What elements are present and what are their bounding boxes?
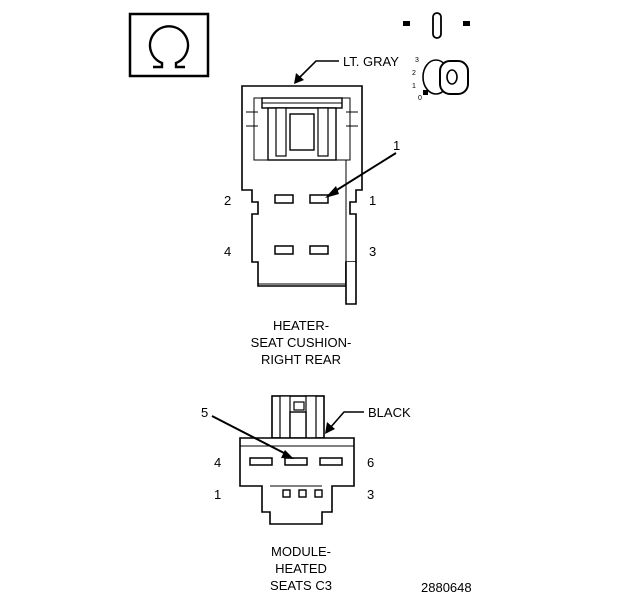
connector-color-label: LT. GRAY xyxy=(343,54,399,69)
pin-label-3: 3 xyxy=(367,487,374,502)
connector-1-caption-line-2: SEAT CUSHION- xyxy=(251,335,352,350)
pin-label-2: 2 xyxy=(224,193,231,208)
terminal-1 xyxy=(309,194,329,204)
pin-label-4: 4 xyxy=(214,455,221,470)
ign-pos-3: 3 xyxy=(415,57,419,64)
pin-label-3: 3 xyxy=(369,244,376,259)
latch-tab xyxy=(289,113,315,151)
ign-pos-1: 1 xyxy=(412,83,416,90)
terminal-1 xyxy=(282,489,291,498)
terminal-5 xyxy=(284,457,308,466)
terminal-2 xyxy=(298,489,307,498)
latch-2-rib-right xyxy=(305,395,317,439)
key-slot-icon xyxy=(432,12,442,39)
color-leader-line xyxy=(298,60,339,79)
position-dot xyxy=(423,90,428,95)
connector-2-caption-line-2: HEATED xyxy=(275,561,327,576)
color-leader-arrow xyxy=(294,73,304,84)
connector-heater-seat-cushion: LT. GRAY 1 2 1 4 3 HEATER- xyxy=(224,54,400,367)
connector-2-caption-line-3: SEATS C3 xyxy=(270,578,332,593)
latch-2-notch xyxy=(293,401,305,411)
latch-rib-right xyxy=(317,107,329,157)
callout-1-line xyxy=(331,152,397,194)
callout-5-line xyxy=(211,415,287,455)
terminal-2 xyxy=(274,194,294,204)
ohm-icon xyxy=(148,25,190,69)
ohm-box xyxy=(128,12,210,78)
ign-pos-2: 2 xyxy=(412,70,416,77)
terminal-4 xyxy=(249,457,273,466)
callout-5-arrow xyxy=(281,450,294,459)
connector-1-caption-line-3: RIGHT REAR xyxy=(261,352,341,367)
off-marker-left xyxy=(403,21,410,26)
terminal-3 xyxy=(309,245,329,255)
pin-label-6: 6 xyxy=(367,455,374,470)
key-hole xyxy=(446,69,458,85)
connector-2-caption-line-1: MODULE- xyxy=(271,544,331,559)
pin-label-1: 1 xyxy=(369,193,376,208)
connector-1-caption-line-1: HEATER- xyxy=(273,318,329,333)
callout-1-number: 1 xyxy=(393,138,400,153)
black-leader-line xyxy=(329,411,364,429)
black-leader-arrow xyxy=(325,422,335,434)
ohmmeter-symbol xyxy=(128,12,210,78)
ign-pos-0: 0 xyxy=(418,95,422,102)
key-head xyxy=(439,60,469,95)
ignition-switch-icon: 3 2 1 0 xyxy=(403,12,470,102)
latch-2-tab xyxy=(289,411,307,439)
latch-rib-left xyxy=(275,107,287,157)
latch-2-rib-left xyxy=(279,395,291,439)
callout-5-number: 5 xyxy=(201,405,208,420)
connector-2-color-label: BLACK xyxy=(368,405,411,420)
side-lock-tab xyxy=(345,262,357,305)
pin-label-4: 4 xyxy=(224,244,231,259)
figure-id: 2880648 xyxy=(421,580,472,595)
pin-label-1: 1 xyxy=(214,487,221,502)
connector-module-heated-seats: BLACK 5 4 6 1 3 MODULE- HEATED SEATS C3 xyxy=(201,395,411,593)
terminal-6 xyxy=(319,457,343,466)
terminal-3 xyxy=(314,489,323,498)
terminal-4 xyxy=(274,245,294,255)
callout-1-arrow xyxy=(325,186,339,198)
off-marker-right xyxy=(463,21,470,26)
connector-2-housing xyxy=(239,437,355,525)
